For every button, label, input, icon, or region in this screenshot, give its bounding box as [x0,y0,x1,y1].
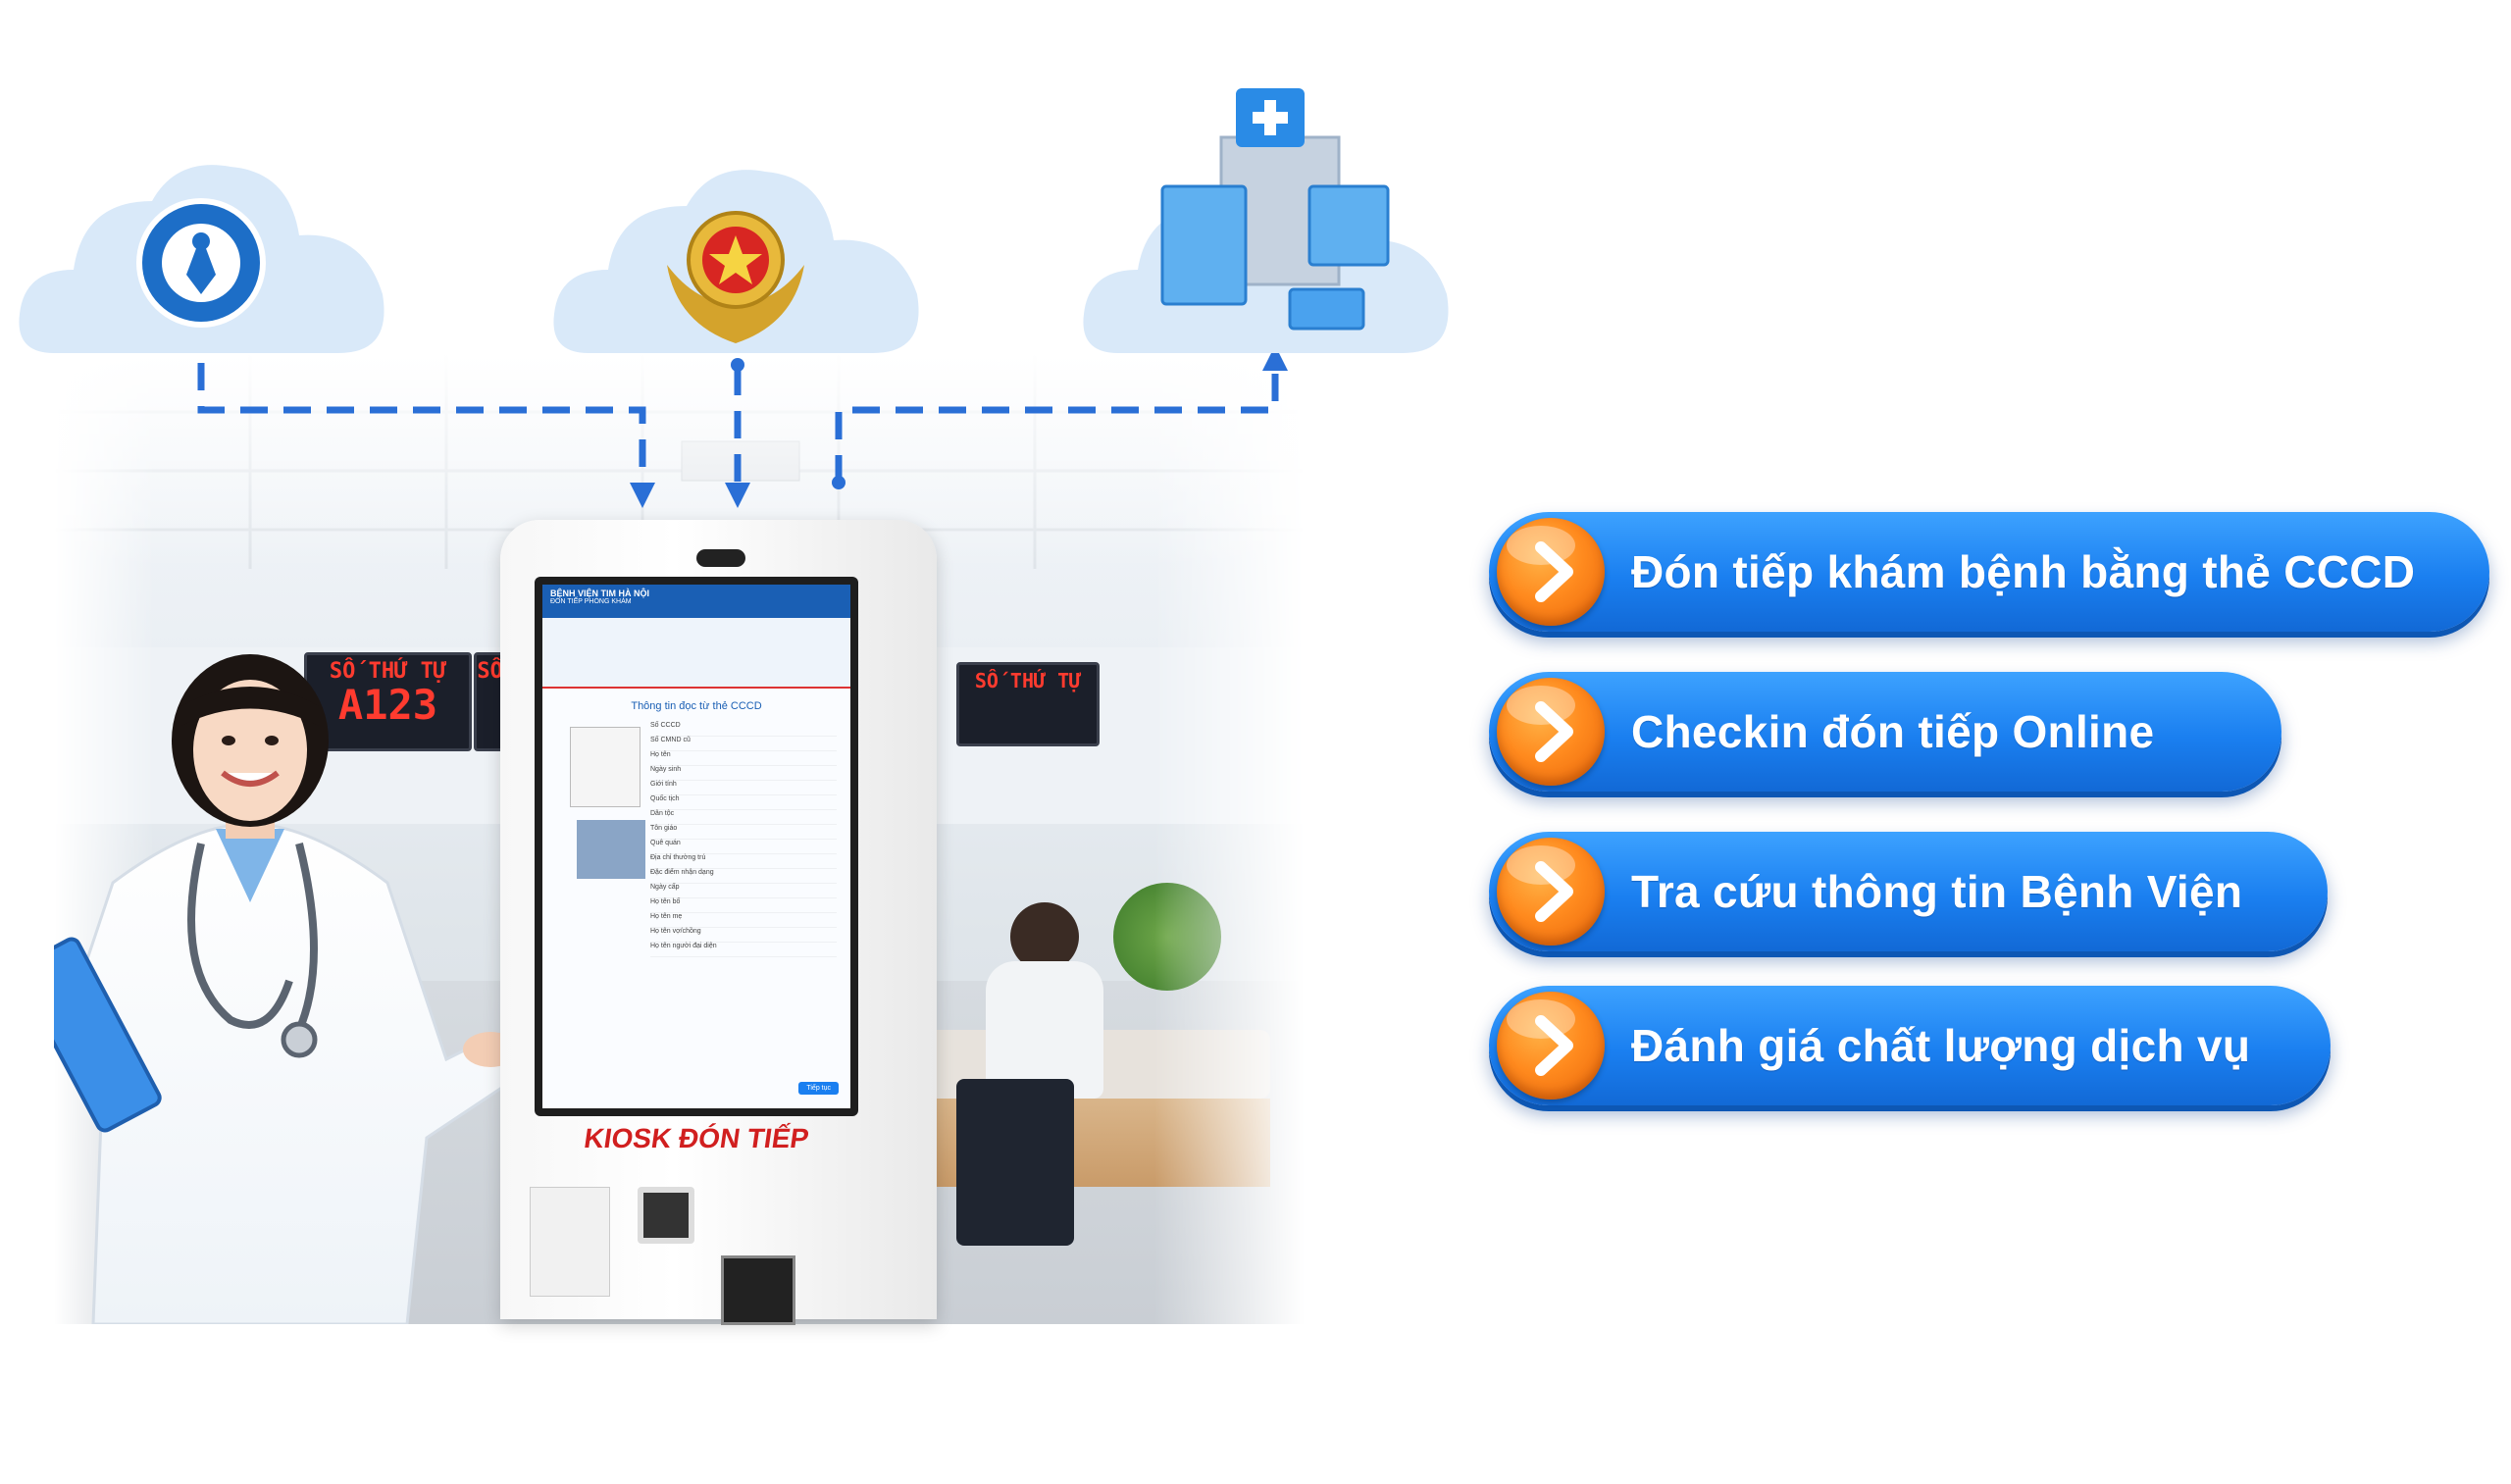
arrow-down-icon [630,483,655,508]
id-field-row: Số CMND cũ [650,737,837,751]
action-label: Checkin đón tiếp Online [1631,706,2155,757]
id-card-photo [570,727,641,807]
next-button[interactable]: Tiếp tục [798,1082,839,1095]
kiosk-body: BỆNH VIỆN TIM HÀ NỘI ĐÓN TIẾP PHÒNG KHÁM… [500,520,937,1325]
scanner-icon[interactable] [638,1187,694,1244]
id-field-label: Quê quán [650,840,681,846]
id-field-label: Họ tên [650,751,671,758]
arrow-down-icon [725,483,750,508]
queue-number: A123 [337,681,438,729]
id-field-row: Họ tên bố [650,898,837,913]
id-field-label: Ngày sinh [650,766,682,773]
id-field-row: Ngày cấp [650,884,837,898]
chevron-right-icon [1497,678,1605,786]
kiosk-header: BỆNH VIỆN TIM HÀ NỘI ĐÓN TIẾP PHÒNG KHÁM [542,585,850,618]
id-field-row: Quê quán [650,840,837,854]
card-reader[interactable] [530,1187,610,1297]
id-field-label: Địa chỉ thường trú [650,854,706,861]
id-field-row: Quốc tịch [650,795,837,810]
id-field-label: Họ tên người đại diện [650,943,717,949]
id-field-label: Quốc tịch [650,795,680,802]
kiosk-brand: KIOSK ĐÓN TIẾP [582,1123,811,1153]
patient-body [986,961,1103,1099]
action-hospital-info[interactable]: Tra cứu thông tin Bệnh Viện [1489,832,2328,951]
id-field-row: Họ tên [650,751,837,766]
kiosk-info-banner [542,618,850,689]
arrow-up-icon [1262,345,1288,371]
police-emblem-icon [667,211,804,343]
plant [1113,883,1221,991]
id-field-label: Đặc điểm nhận dạng [650,869,714,876]
id-field-label: Họ tên bố [650,898,681,905]
id-field-row: Họ tên mẹ [650,913,837,928]
id-field-row: Dân tộc [650,810,837,825]
social-insurance-logo-icon [136,198,266,328]
id-field-row: Họ tên vợ/chồng [650,928,837,943]
printer-slot [721,1255,795,1325]
cloud-hospital-system [1083,88,1449,353]
action-service-rating[interactable]: Đánh giá chất lượng dịch vụ [1489,986,2331,1105]
id-field-label: Giới tính [650,781,677,788]
id-field-label: Số CMND cũ [650,737,691,743]
id-field-label: Tôn giáo [650,825,678,832]
action-cccd-checkin[interactable]: Đón tiếp khám bệnh bằng thẻ CCCD [1489,512,2489,632]
queue-board: SỐ THỨ TỰ [956,662,1100,746]
id-field-label: Họ tên vợ/chồng [650,928,701,935]
id-field-label: Số CCCD [650,722,681,729]
action-label: Đánh giá chất lượng dịch vụ [1631,1020,2251,1071]
screen-title: Thông tin đọc từ thẻ CCCD [631,700,762,712]
doctor-figure [54,654,505,1324]
hospital-system-icon [1160,88,1390,331]
queue-board-title: SỐ THỨ TỰ [329,659,447,684]
id-field-row: Địa chỉ thường trú [650,854,837,869]
action-online-checkin[interactable]: Checkin đón tiếp Online [1489,672,2281,792]
id-field-row: Tôn giáo [650,825,837,840]
cloud-police [553,170,919,353]
chevron-right-icon [1497,838,1605,946]
action-label: Tra cứu thông tin Bệnh Viện [1631,866,2243,917]
action-label: Đón tiếp khám bệnh bằng thẻ CCCD [1631,546,2416,597]
hospital-name: BỆNH VIỆN TIM HÀ NỘI [550,588,650,598]
data-flow-connectors [197,345,1288,508]
kiosk-subtitle: ĐÓN TIẾP PHÒNG KHÁM [550,598,632,605]
id-field-row: Họ tên người đại diện [650,943,837,957]
id-field-row: Ngày sinh [650,766,837,781]
patient-legs [956,1079,1074,1246]
kiosk-screen-content: BỆNH VIỆN TIM HÀ NỘI ĐÓN TIẾP PHÒNG KHÁM… [542,585,850,1108]
id-field-row: Giới tính [650,781,837,795]
id-field-label: Dân tộc [650,810,675,817]
id-field-row: Số CCCD [650,722,837,737]
kiosk-screen: BỆNH VIỆN TIM HÀ NỘI ĐÓN TIẾP PHÒNG KHÁM… [535,577,858,1116]
patient-head [1010,902,1079,971]
id-field-row: Đặc điểm nhận dạng [650,869,837,884]
queue-board: SỐ THỨ TỰ A123 [304,652,472,751]
cloud-social-insurance [19,165,384,353]
chevron-right-icon [1497,518,1605,626]
id-field-label: Họ tên mẹ [650,913,683,920]
queue-board-title: SỐ THỨ TỰ [974,669,1082,692]
chevron-right-icon [1497,992,1605,1100]
id-field-label: Ngày cấp [650,884,680,891]
face-photo [577,820,645,879]
kiosk-camera-icon [696,549,745,567]
